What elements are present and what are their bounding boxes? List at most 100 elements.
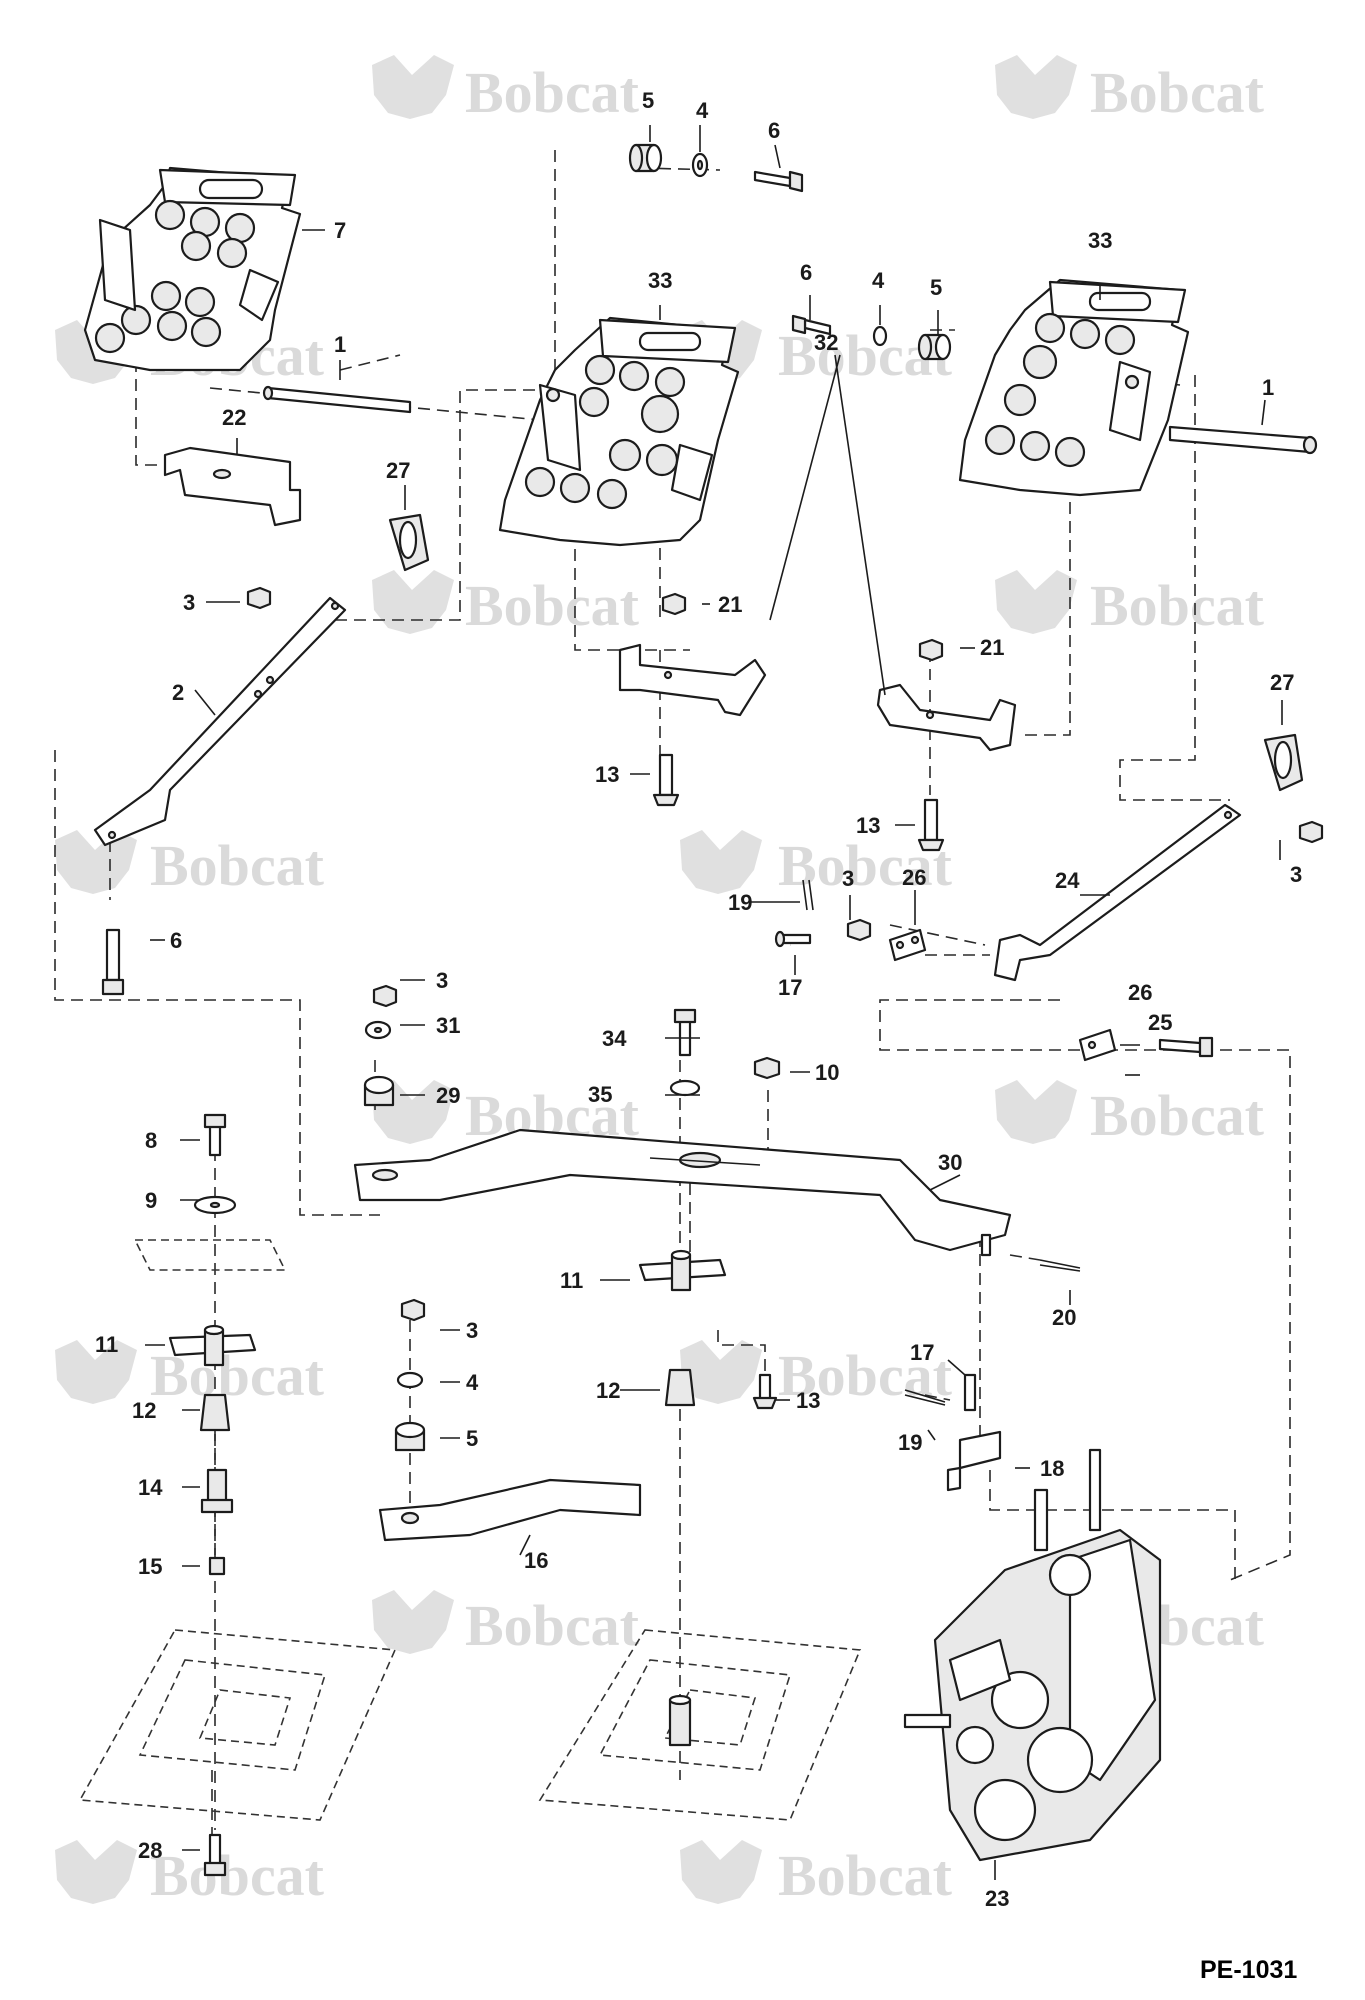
bushing-5-top bbox=[628, 143, 663, 173]
nut-3 bbox=[400, 1298, 426, 1322]
bracket-32-center bbox=[618, 643, 767, 717]
nut-3 bbox=[846, 918, 872, 942]
washer-35 bbox=[669, 1079, 701, 1097]
bolt-8 bbox=[203, 1113, 227, 1157]
link-block-26 bbox=[888, 928, 927, 962]
bobcat-logo-icon bbox=[55, 1840, 137, 1904]
callout-18: 18 bbox=[1040, 1456, 1064, 1481]
callout-4: 4 bbox=[872, 268, 885, 293]
bobcat-logo-icon bbox=[372, 55, 454, 119]
control-valve-23 bbox=[903, 1448, 1162, 1862]
callout-9: 9 bbox=[145, 1188, 157, 1213]
bolt-13 bbox=[917, 798, 945, 852]
callout-21: 21 bbox=[718, 592, 742, 617]
nut-3 bbox=[246, 586, 272, 610]
callout-12: 12 bbox=[596, 1378, 620, 1403]
svg-text:Bobcat: Bobcat bbox=[465, 60, 640, 125]
callout-5: 5 bbox=[930, 275, 942, 300]
bolt-13-lower bbox=[752, 1373, 778, 1410]
nut-3 bbox=[372, 984, 398, 1008]
grommet-27-right bbox=[1263, 733, 1304, 792]
link-rod-2 bbox=[93, 596, 347, 847]
callout-4: 4 bbox=[696, 98, 709, 123]
callout-5: 5 bbox=[642, 88, 654, 113]
bobcat-logo-icon bbox=[680, 830, 762, 894]
bolt-28 bbox=[203, 1833, 227, 1877]
callout-6: 6 bbox=[768, 118, 780, 143]
callout-30: 30 bbox=[938, 1150, 962, 1175]
link-rod-24 bbox=[993, 803, 1242, 982]
bobcat-logo-icon bbox=[372, 1590, 454, 1654]
callout-3: 3 bbox=[842, 866, 854, 891]
callout-11: 11 bbox=[95, 1332, 118, 1357]
callout-15: 15 bbox=[138, 1554, 162, 1579]
bobcat-watermark: Bobcat bbox=[55, 830, 325, 898]
callout-20: 20 bbox=[1052, 1305, 1076, 1330]
grommet-27-left bbox=[388, 513, 430, 572]
cotter-pin-19-lower bbox=[904, 1389, 946, 1406]
callout-31: 31 bbox=[436, 1013, 460, 1038]
washer-31 bbox=[364, 1020, 392, 1040]
callout-3: 3 bbox=[183, 590, 195, 615]
callout-11: 11 bbox=[560, 1268, 583, 1293]
svg-text:Bobcat: Bobcat bbox=[778, 1343, 953, 1408]
callout-labels: 5 4 6 7 33 33 6 4 5 1 1 22 27 3 21 32 21… bbox=[95, 88, 1302, 1911]
callout-1: 1 bbox=[1262, 375, 1274, 400]
callout-17: 17 bbox=[910, 1340, 934, 1365]
callout-32: 32 bbox=[814, 330, 838, 355]
svg-text:Bobcat: Bobcat bbox=[1090, 573, 1265, 638]
pivot-shaft-right bbox=[1168, 425, 1318, 455]
bolt-13 bbox=[652, 753, 680, 807]
bobcat-logo-icon bbox=[995, 1080, 1077, 1144]
pivot-shaft-left bbox=[262, 385, 412, 414]
link-block-26-lower bbox=[1078, 1028, 1117, 1062]
bobcat-logo-icon bbox=[680, 1340, 762, 1404]
bushing-12-left bbox=[199, 1393, 231, 1432]
bobcat-logo-icon bbox=[372, 570, 454, 634]
callout-29: 29 bbox=[436, 1083, 460, 1108]
nut-10 bbox=[753, 1056, 781, 1080]
cotter-pin-20 bbox=[1039, 1259, 1081, 1272]
callout-10: 10 bbox=[815, 1060, 839, 1085]
nut-21 bbox=[661, 592, 687, 616]
callout-28: 28 bbox=[138, 1838, 162, 1863]
bolt-34 bbox=[673, 1008, 697, 1057]
clevis-pin-17 bbox=[774, 930, 812, 948]
callout-19: 19 bbox=[728, 890, 752, 915]
callout-5: 5 bbox=[466, 1426, 478, 1451]
pivot-arm-11-center bbox=[638, 1249, 727, 1292]
svg-text:Bobcat: Bobcat bbox=[1090, 60, 1265, 125]
callout-3: 3 bbox=[436, 968, 448, 993]
bushing-5-lower bbox=[394, 1421, 426, 1452]
callout-26: 26 bbox=[1128, 980, 1152, 1005]
bushing-29 bbox=[363, 1075, 395, 1107]
bolt-25 bbox=[1158, 1036, 1214, 1058]
spacer-15 bbox=[208, 1556, 226, 1576]
pivot-arm-11-left bbox=[168, 1324, 257, 1367]
foot-pedal-33-center bbox=[498, 316, 740, 547]
callout-23: 23 bbox=[985, 1886, 1009, 1911]
callout-4: 4 bbox=[466, 1370, 479, 1395]
leader-lines bbox=[145, 125, 1283, 1880]
svg-text:Bobcat: Bobcat bbox=[150, 1843, 325, 1908]
bobcat-watermark: Bobcat bbox=[680, 1840, 953, 1908]
svg-text:Bobcat: Bobcat bbox=[1090, 1083, 1265, 1148]
callout-26: 26 bbox=[902, 865, 926, 890]
bobcat-logo-icon bbox=[995, 55, 1077, 119]
bushing-12-center bbox=[664, 1368, 696, 1407]
callout-25: 25 bbox=[1148, 1010, 1172, 1035]
callout-19: 19 bbox=[898, 1430, 922, 1455]
svg-text:Bobcat: Bobcat bbox=[465, 573, 640, 638]
callout-13: 13 bbox=[796, 1388, 820, 1413]
callout-34: 34 bbox=[602, 1026, 627, 1051]
bobcat-watermark: Bobcat bbox=[995, 570, 1265, 638]
callout-2: 2 bbox=[172, 680, 184, 705]
washer-9 bbox=[193, 1195, 237, 1215]
nut-3 bbox=[1298, 820, 1324, 844]
bobcat-logo-icon bbox=[680, 1840, 762, 1904]
callout-8: 8 bbox=[145, 1128, 157, 1153]
svg-text:Bobcat: Bobcat bbox=[778, 1843, 953, 1908]
callout-1: 1 bbox=[334, 332, 346, 357]
bracket-32-right bbox=[876, 683, 1017, 752]
